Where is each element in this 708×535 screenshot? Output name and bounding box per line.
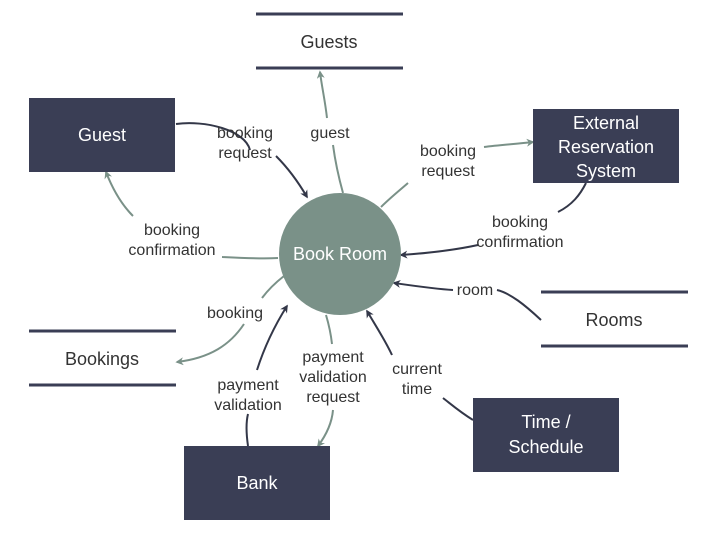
flow-current-time-upper xyxy=(366,309,393,356)
flow-booking-upper xyxy=(261,275,285,299)
label-ext-booking-confirmation-2: confirmation xyxy=(476,234,563,251)
store-rooms-label: Rooms xyxy=(585,310,642,330)
label-guest-booking-request-2: request xyxy=(218,145,272,162)
label-current-time-1: current xyxy=(392,361,442,378)
flow-payment-validation-request-lower xyxy=(317,409,334,448)
flow-room-right xyxy=(496,289,542,321)
label-payment-validation-1: payment xyxy=(217,377,279,394)
label-guest-booking-confirmation-1: booking xyxy=(144,222,200,239)
entity-bank[interactable]: Bank xyxy=(184,446,330,520)
flow-guest-booking-request-head xyxy=(275,155,308,199)
label-ext-booking-request-2: request xyxy=(421,163,475,180)
flow-ext-booking-confirmation-upper xyxy=(557,182,587,213)
flow-current-time-lower xyxy=(442,397,474,421)
entity-external-reservation-system[interactable]: External Reservation System xyxy=(533,109,679,183)
process-book-room-label: Book Room xyxy=(293,244,387,264)
entity-ext-line3: System xyxy=(576,161,636,181)
entity-bank-label: Bank xyxy=(236,473,278,493)
flow-guest-to-guests-upper xyxy=(316,70,328,119)
label-payment-validation-request-2: validation xyxy=(299,369,367,386)
label-payment-validation-2: validation xyxy=(214,397,282,414)
flow-ext-booking-request-lower xyxy=(380,182,409,208)
store-rooms[interactable]: Rooms xyxy=(541,290,688,348)
flow-guest-to-guests-lower xyxy=(332,144,344,194)
label-current-time-2: time xyxy=(402,381,432,398)
process-book-room[interactable]: Book Room xyxy=(279,193,401,315)
store-bookings-label: Bookings xyxy=(65,349,139,369)
entity-ext-line2: Reservation xyxy=(558,137,654,157)
store-guests-label: Guests xyxy=(300,32,357,52)
entity-guest[interactable]: Guest xyxy=(29,98,175,172)
entity-ext-line1: External xyxy=(573,113,639,133)
flow-payment-validation-lower xyxy=(245,413,249,447)
label-booking: booking xyxy=(207,305,263,322)
entity-time-line2: Schedule xyxy=(508,437,583,457)
entity-time-schedule[interactable]: Time / Schedule xyxy=(473,398,619,472)
flow-guest-booking-confirmation-left xyxy=(104,170,134,217)
label-payment-validation-request-1: payment xyxy=(302,349,364,366)
flow-ext-booking-confirmation-lower xyxy=(399,244,479,259)
label-ext-booking-request-1: booking xyxy=(420,143,476,160)
flow-booking-lower xyxy=(175,323,245,366)
entity-guest-label: Guest xyxy=(78,125,126,145)
flow-ext-booking-request-upper xyxy=(483,138,535,148)
flow-room-left xyxy=(392,279,454,291)
label-ext-booking-confirmation-1: booking xyxy=(492,214,548,231)
entity-time-line1: Time / xyxy=(521,412,570,432)
store-guests[interactable]: Guests xyxy=(256,12,403,70)
flow-payment-validation-request-upper xyxy=(325,314,333,345)
flow-payment-validation-upper xyxy=(256,304,288,371)
store-bookings[interactable]: Bookings xyxy=(29,329,176,387)
label-payment-validation-request-3: request xyxy=(306,389,360,406)
label-room: room xyxy=(457,282,493,299)
flow-guest-booking-request xyxy=(175,122,251,151)
label-guest-booking-confirmation-2: confirmation xyxy=(128,242,215,259)
flow-guest-booking-confirmation-right xyxy=(221,256,279,260)
label-guest-to-guests: guest xyxy=(310,125,350,142)
label-guest-booking-request-1: booking xyxy=(217,125,273,142)
